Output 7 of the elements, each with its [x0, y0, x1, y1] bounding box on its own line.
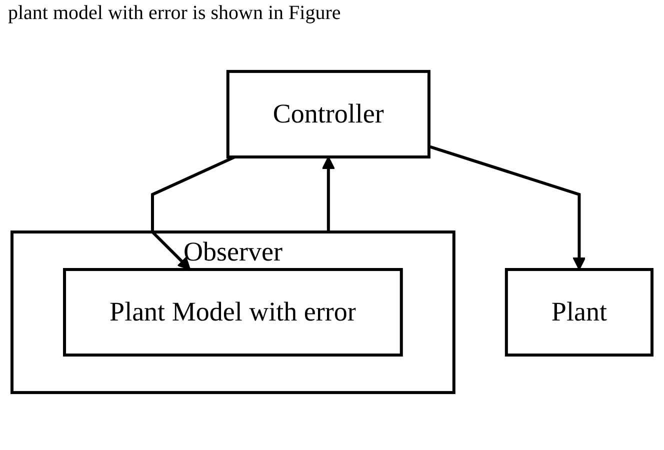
arrow: [428, 144, 586, 270]
arrow: [322, 156, 336, 232]
node-box: Plant: [504, 268, 654, 357]
node-box: Plant Model with error: [63, 268, 403, 357]
arrow: [151, 156, 236, 270]
node-box: Controller: [226, 70, 430, 158]
body-text: plant model with error is shown in Figure: [7, 1, 342, 26]
